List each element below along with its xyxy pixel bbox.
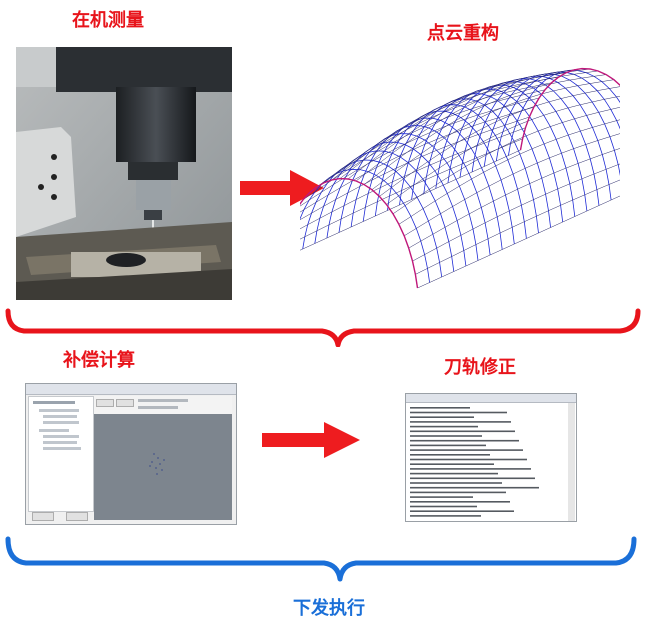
point-cloud-mesh <box>300 45 620 295</box>
execute-label: 下发执行 <box>293 598 365 619</box>
toolpath-label: 刀轨修正 <box>444 357 516 378</box>
arrow-right-middle <box>262 420 362 460</box>
bottom-brace <box>2 535 646 585</box>
compensate-label: 补偿计算 <box>63 350 135 371</box>
compensation-software-screenshot <box>25 383 237 525</box>
machine-photo <box>16 47 232 300</box>
measure-label: 在机测量 <box>72 10 144 31</box>
arrow-right-top <box>240 168 325 208</box>
toolpath-code-window <box>405 393 577 522</box>
top-brace <box>4 307 644 347</box>
reconstruct-label: 点云重构 <box>427 23 499 44</box>
